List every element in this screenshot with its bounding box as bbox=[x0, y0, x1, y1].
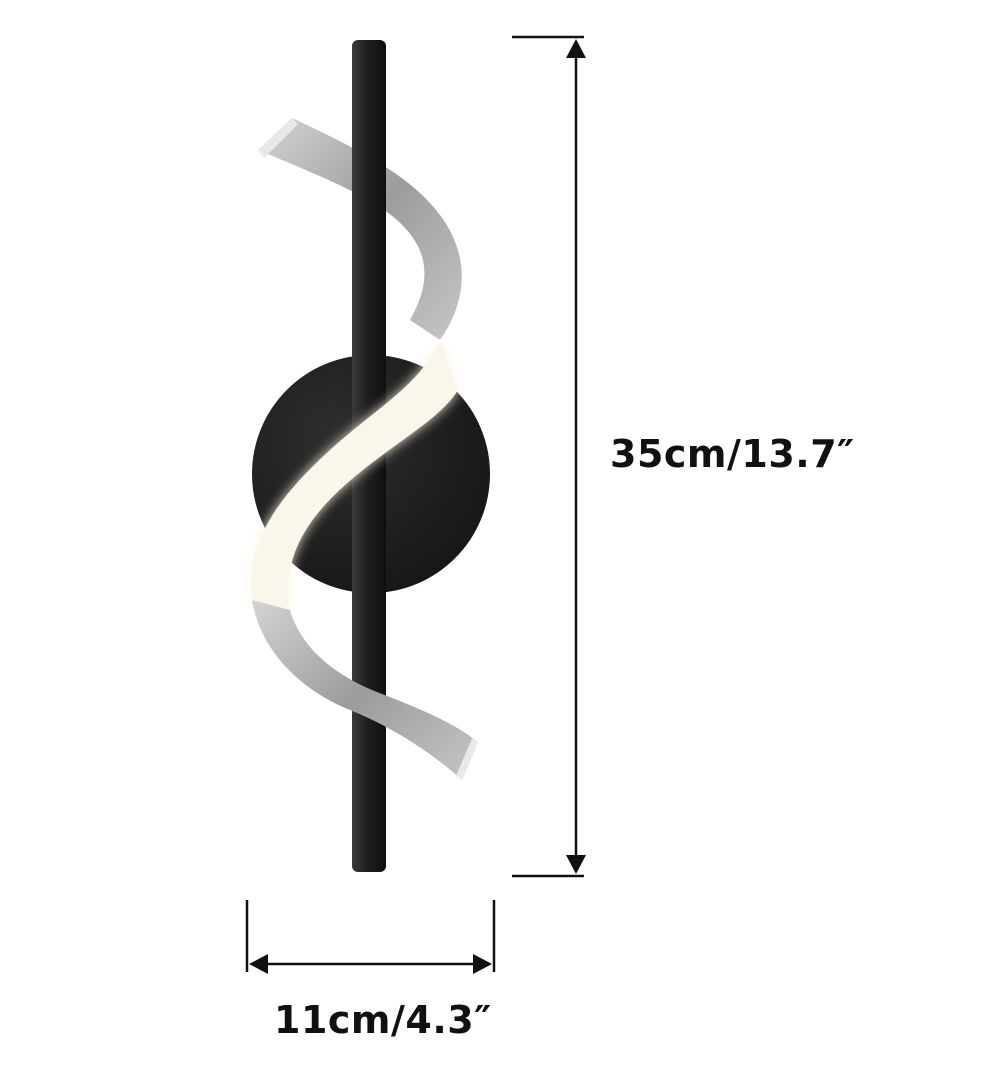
height-dimension bbox=[512, 35, 586, 878]
height-dimension-label: 35cm/13.7″ bbox=[610, 432, 855, 476]
spiral-ribbon-front bbox=[250, 340, 478, 780]
width-dimension-label: 11cm/4.3″ bbox=[274, 998, 492, 1042]
width-dimension bbox=[245, 900, 496, 974]
